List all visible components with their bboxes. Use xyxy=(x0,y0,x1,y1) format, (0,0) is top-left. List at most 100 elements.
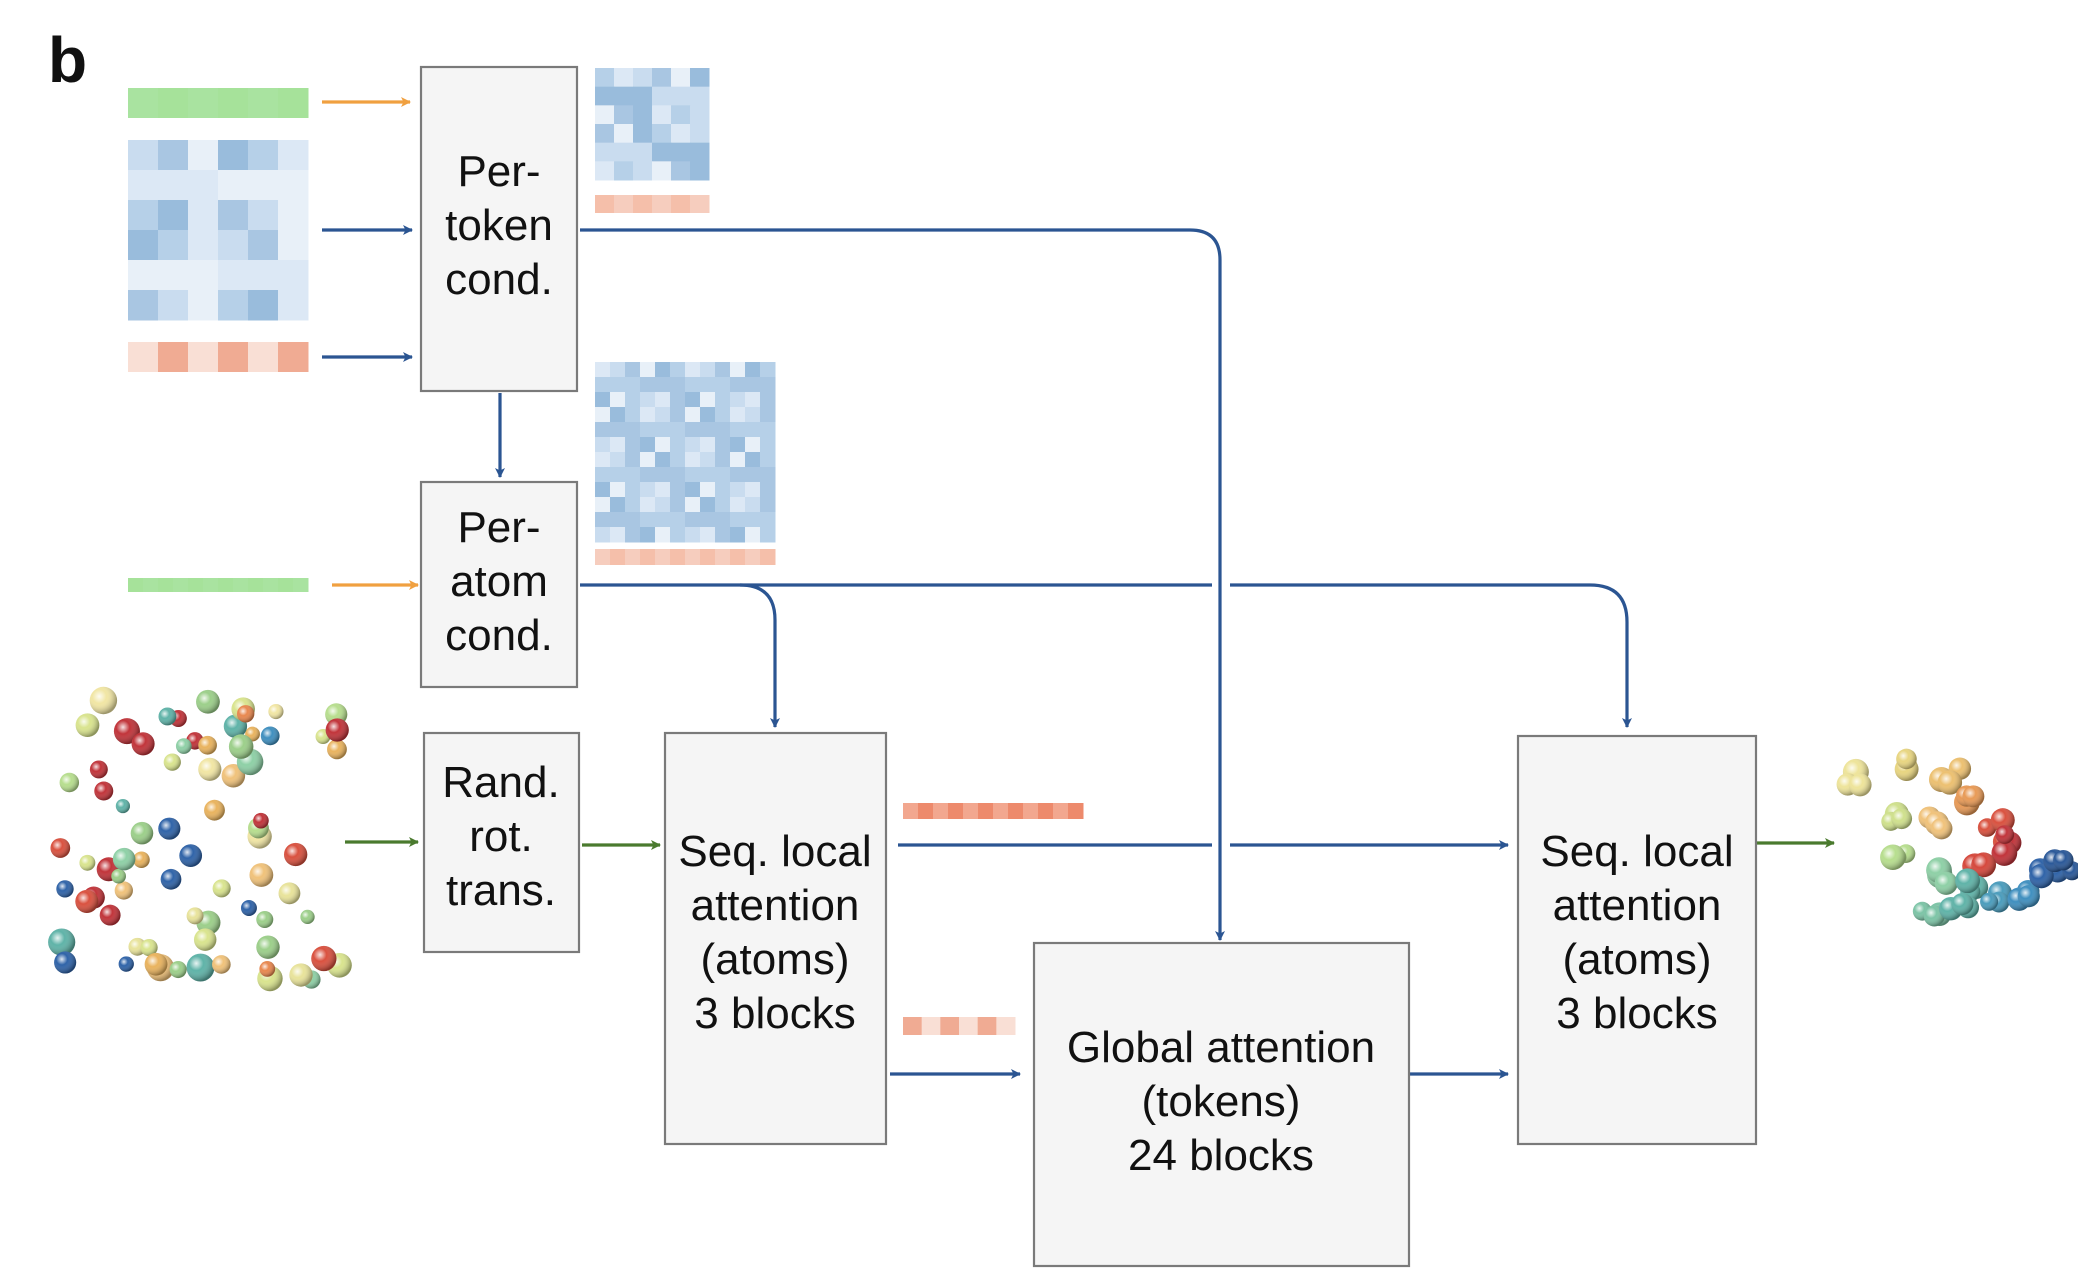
per-atom-pair-matrix-cell xyxy=(610,482,626,498)
per-token-single-strip-cell xyxy=(633,195,653,213)
per-token-pair-matrix-cell xyxy=(652,124,672,144)
per-atom-pair-matrix-cell xyxy=(655,377,671,393)
atom-sphere xyxy=(300,909,315,925)
seq-local-single-strip-cell xyxy=(1038,803,1054,819)
per-atom-pair-matrix-cell xyxy=(655,497,671,513)
per-atom-pair-matrix-cell xyxy=(625,392,641,408)
per-atom-pair-matrix-cell xyxy=(610,377,626,393)
atom-sphere xyxy=(256,911,274,929)
per-token-single-strip-cell xyxy=(614,195,634,213)
per-atom-pair-matrix-cell xyxy=(760,392,776,408)
pair-features-matrix-cell xyxy=(278,260,309,291)
per-token-pair-matrix-cell xyxy=(671,86,691,106)
atom-sphere xyxy=(48,928,76,956)
per-atom-pair-matrix-cell xyxy=(610,497,626,513)
pair-features-matrix-cell xyxy=(218,260,249,291)
token-features-strip-orange-cell xyxy=(158,342,189,372)
per-atom-pair-matrix-cell xyxy=(685,437,701,453)
per-token-pair-matrix-cell xyxy=(652,86,672,106)
arrow-per-token-to-global xyxy=(580,228,1225,941)
pair-features-matrix-cell xyxy=(278,290,309,321)
per-atom-pair-matrix-cell xyxy=(715,467,731,483)
seq-local-single-strip-cell xyxy=(948,803,964,819)
per-token-single-strip-cell xyxy=(671,195,691,213)
per-atom-pair-matrix-cell xyxy=(625,467,641,483)
per-atom-pair-matrix-cell xyxy=(700,512,716,528)
global-line-1: Global attention xyxy=(1067,1023,1375,1072)
per-atom-pair-matrix-cell xyxy=(685,527,701,543)
per-atom-single-strip-cell xyxy=(730,549,746,565)
atom-sphere xyxy=(89,760,108,779)
per-atom-pair-matrix-cell xyxy=(760,422,776,438)
per-atom-pair-matrix-cell xyxy=(715,377,731,393)
per-atom-pair-matrix-cell xyxy=(670,482,686,498)
per-atom-single-strip-cell xyxy=(655,549,671,565)
per-atom-pair-matrix-cell xyxy=(610,407,626,423)
per-atom-pair-matrix-cell xyxy=(595,422,611,438)
per-atom-pair-matrix-cell xyxy=(730,497,746,513)
seq-local-single-strip-cell xyxy=(1008,803,1024,819)
per-atom-pair-matrix-cell xyxy=(670,497,686,513)
per-atom-pair-matrix-cell xyxy=(730,482,746,498)
per-atom-pair-matrix-cell xyxy=(655,452,671,468)
per-token-pair-matrix-cell xyxy=(614,68,634,88)
per-atom-pair-matrix-cell xyxy=(670,527,686,543)
per-atom-pair-matrix-cell xyxy=(595,467,611,483)
atom-features-strip-green-cell xyxy=(218,578,234,592)
atom-sphere xyxy=(289,963,313,987)
per-atom-pair-matrix-cell xyxy=(685,512,701,528)
per-token-pair-matrix-cell xyxy=(690,161,710,181)
per-atom-pair-matrix-cell xyxy=(760,482,776,498)
per-atom-pair-matrix-cell xyxy=(625,362,641,378)
pair-features-matrix-cell xyxy=(248,260,279,291)
per-atom-pair-matrix-cell xyxy=(670,422,686,438)
atom-features-strip-green-cell xyxy=(263,578,279,592)
atom-sphere xyxy=(198,735,217,755)
atom-sphere xyxy=(140,938,158,957)
per-atom-pair-matrix-cell xyxy=(655,407,671,423)
per-atom-pair-matrix-cell xyxy=(700,467,716,483)
per-atom-pair-matrix-cell xyxy=(625,437,641,453)
seq-local-single-strip-cell xyxy=(1068,803,1084,819)
per-token-pair-matrix-cell xyxy=(595,142,615,162)
per-atom-pair-matrix-cell xyxy=(760,452,776,468)
atom-sphere xyxy=(278,882,301,905)
pair-features-matrix-cell xyxy=(128,170,159,201)
atom-sphere xyxy=(204,799,225,821)
atom-sphere xyxy=(212,955,231,974)
pair-features-matrix-cell xyxy=(248,170,279,201)
per-atom-pair-matrix-cell xyxy=(640,437,656,453)
atom-sphere xyxy=(1930,817,1953,840)
per-atom-pair-matrix-cell xyxy=(700,527,716,543)
pair-features-matrix-cell xyxy=(158,230,189,261)
atom-sphere xyxy=(221,763,246,788)
atom-sphere xyxy=(130,821,154,845)
pair-features-matrix-cell xyxy=(158,200,189,231)
seq-local-1-line-4: 3 blocks xyxy=(694,989,855,1038)
seq-local-attention-1-box: Seq. local attention (atoms) 3 blocks xyxy=(663,731,888,1146)
atom-sphere xyxy=(75,713,100,738)
per-atom-cond-box: Per- atom cond. xyxy=(419,480,579,689)
atom-features-strip-green-cell xyxy=(248,578,264,592)
atom-sphere xyxy=(163,753,181,771)
pair-features-matrix-cell xyxy=(248,290,279,321)
seq-local-2-line-1: Seq. local xyxy=(1540,827,1733,876)
per-atom-pair-matrix-cell xyxy=(745,437,761,453)
per-atom-single-strip-cell xyxy=(595,549,611,565)
per-atom-pair-matrix-cell xyxy=(625,497,641,513)
seq-local-single-strip xyxy=(903,803,1084,819)
atom-sphere xyxy=(1955,868,1980,894)
per-atom-pair-matrix-cell xyxy=(595,482,611,498)
token-features-strip-green xyxy=(128,88,309,118)
per-atom-pair-matrix-cell xyxy=(700,437,716,453)
per-atom-pair-matrix-cell xyxy=(745,452,761,468)
atom-sphere xyxy=(259,961,276,977)
per-atom-pair-matrix-cell xyxy=(700,452,716,468)
atom-sphere xyxy=(112,847,136,871)
panel-label: b xyxy=(48,24,87,96)
pair-features-matrix-cell xyxy=(188,140,219,171)
pair-features-matrix-cell xyxy=(278,140,309,171)
per-atom-pair-matrix-cell xyxy=(715,497,731,513)
atom-sphere xyxy=(2017,885,2040,908)
